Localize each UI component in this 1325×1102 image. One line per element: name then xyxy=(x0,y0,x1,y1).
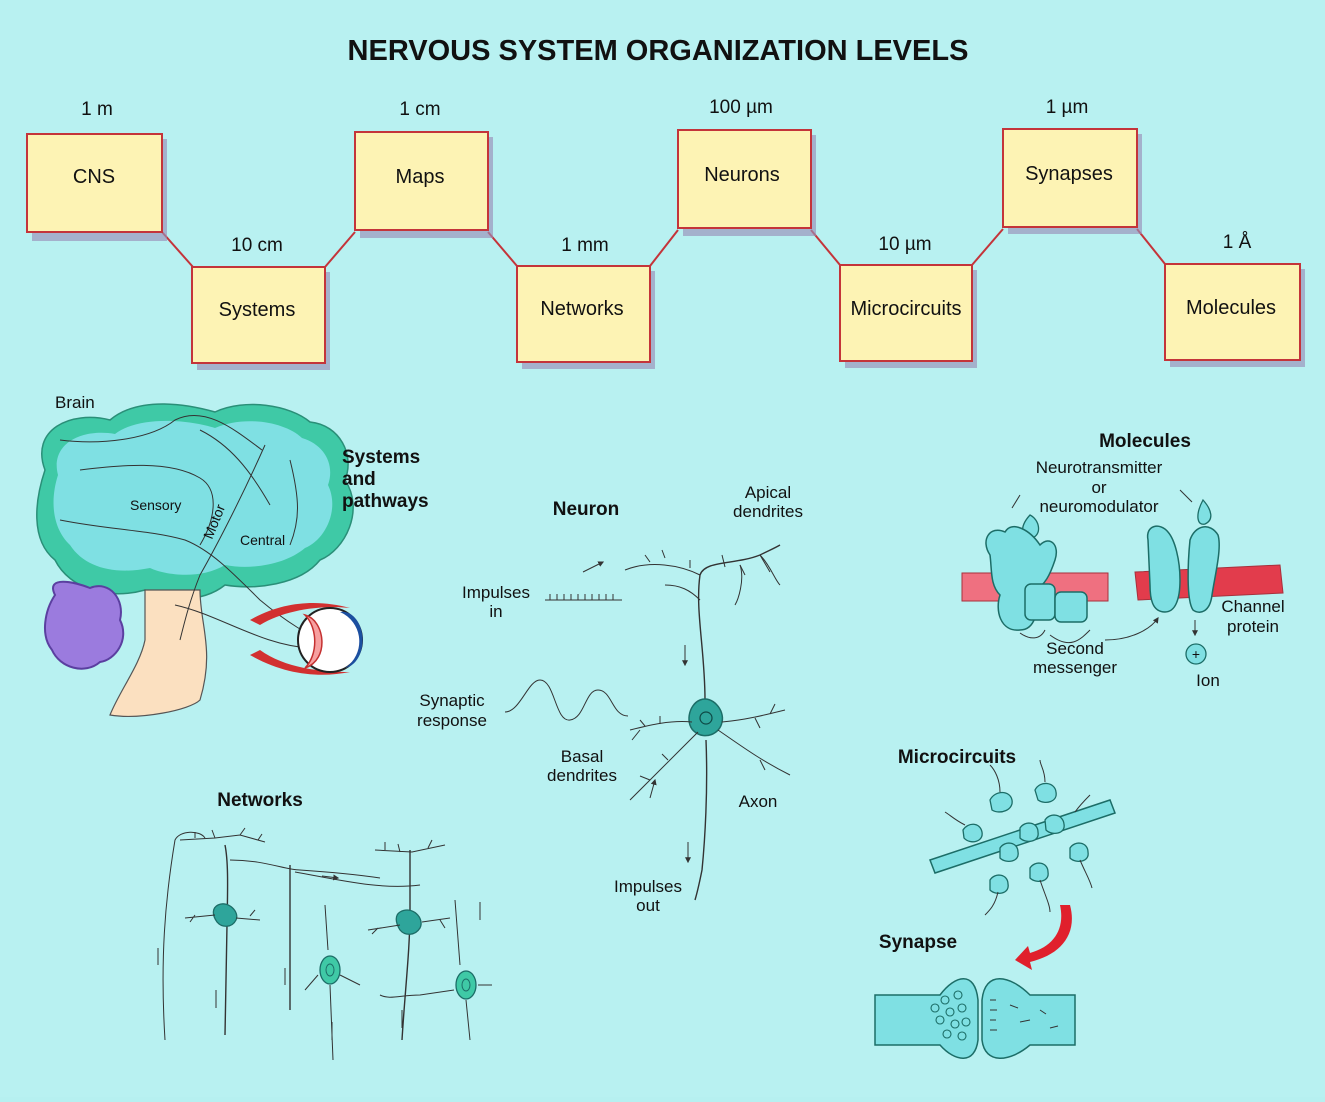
molecules-illustration: Molecules Neurotransmitter or neuromodul… xyxy=(962,431,1285,690)
channel-label-1: Channel xyxy=(1221,597,1284,616)
neuron-illustration: Neuron Apical dendrites Impulses in Syna… xyxy=(417,483,803,915)
cerebellum xyxy=(45,582,123,669)
level-scale: 10 µm xyxy=(878,234,931,255)
level-name: Networks xyxy=(540,298,623,320)
level-box-synapses: Synapses 1 µm xyxy=(1003,97,1142,234)
level-name: Maps xyxy=(396,166,445,188)
level-name: CNS xyxy=(73,166,115,188)
impulses-out-label-2: out xyxy=(636,896,660,915)
cortex-inner xyxy=(54,421,333,575)
second-messenger-label-2: messenger xyxy=(1033,658,1117,677)
second-messenger-label-1: Second xyxy=(1046,639,1104,658)
brainstem xyxy=(110,590,207,716)
level-name: Synapses xyxy=(1025,163,1113,185)
systems-label-3: pathways xyxy=(342,491,429,512)
level-box-microcircuits: Microcircuits 10 µm xyxy=(840,234,977,368)
synapse-label: Synapse xyxy=(879,932,957,953)
ion-sign: + xyxy=(1192,646,1200,662)
networks-illustration: Networks xyxy=(158,790,492,1060)
level-scale: 10 cm xyxy=(231,235,283,256)
nt-label-1: Neurotransmitter xyxy=(1036,458,1163,477)
level-scale: 100 µm xyxy=(709,97,773,118)
apical-label-2: dendrites xyxy=(733,502,803,521)
level-scale: 1 mm xyxy=(561,235,609,256)
nt-label-2: or xyxy=(1091,478,1106,497)
neuron-soma xyxy=(689,699,722,736)
axon-label: Axon xyxy=(739,792,778,811)
impulses-in-label-2: in xyxy=(489,602,502,621)
impulses-out-label-1: Impulses xyxy=(614,877,682,896)
level-scale: 1 Å xyxy=(1223,232,1252,253)
networks-label: Networks xyxy=(217,790,303,811)
level-name: Microcircuits xyxy=(850,298,961,320)
level-box-maps: Maps 1 cm xyxy=(355,99,493,238)
brain-label: Brain xyxy=(55,393,95,412)
transmitter-drop xyxy=(1198,500,1211,524)
impulses-in-label-1: Impulses xyxy=(462,583,530,602)
systems-label-1: Systems xyxy=(342,447,420,468)
diagram-title: NERVOUS SYSTEM ORGANIZATION LEVELS xyxy=(348,35,969,67)
level-box-systems: Systems 10 cm xyxy=(192,235,330,370)
zoom-arrow xyxy=(1015,905,1072,970)
channel-label-2: protein xyxy=(1227,617,1279,636)
level-scale: 1 m xyxy=(81,99,113,120)
central-label: Central xyxy=(240,532,285,548)
level-name: Neurons xyxy=(704,164,780,186)
level-name: Systems xyxy=(219,299,296,321)
presynaptic-terminal xyxy=(875,979,978,1059)
apical-label-1: Apical xyxy=(745,483,791,502)
microcircuits-label: Microcircuits xyxy=(898,747,1016,768)
ion-label: Ion xyxy=(1196,671,1220,690)
postsynaptic-terminal xyxy=(982,979,1075,1059)
synaptic-label-1: Synaptic xyxy=(419,691,485,710)
sensory-label: Sensory xyxy=(130,497,181,513)
nt-label-3: neuromodulator xyxy=(1039,497,1158,516)
basal-label-1: Basal xyxy=(561,747,604,766)
systems-label-2: and xyxy=(342,469,376,490)
basal-label-2: dendrites xyxy=(547,766,617,785)
synaptic-label-2: response xyxy=(417,711,487,730)
brain-illustration: Brain Sensory Motor Central Systems and … xyxy=(37,393,429,716)
neuron-label: Neuron xyxy=(553,499,620,520)
level-box-molecules: Molecules 1 Å xyxy=(1165,232,1305,367)
level-box-neurons: Neurons 100 µm xyxy=(678,97,816,236)
level-name: Molecules xyxy=(1186,297,1276,319)
molecules-label: Molecules xyxy=(1099,431,1191,452)
level-connectors xyxy=(162,229,1165,267)
level-box-networks: Networks 1 mm xyxy=(517,235,655,369)
level-box-cns: CNS 1 m xyxy=(27,99,167,241)
level-scale: 1 µm xyxy=(1046,97,1089,118)
channel-protein xyxy=(1148,526,1180,612)
level-scale: 1 cm xyxy=(399,99,440,120)
